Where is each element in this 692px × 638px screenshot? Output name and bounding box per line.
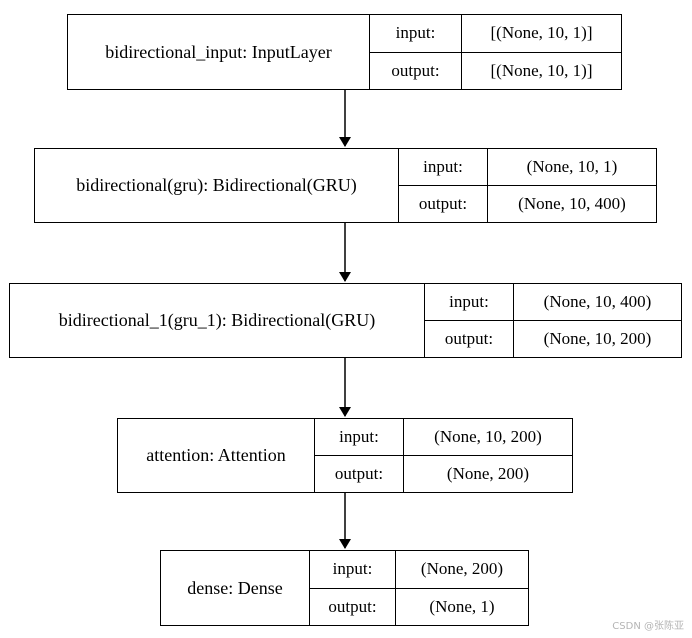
output-label: output: — [425, 321, 514, 357]
input-row: input: [(None, 10, 1)] — [370, 15, 621, 52]
output-shape: (None, 10, 200) — [543, 329, 652, 348]
layer-node-dense: dense: Dense input: (None, 200) output: … — [160, 550, 529, 626]
output-shape: (None, 10, 400) — [518, 194, 626, 213]
input-shape: (None, 200) — [420, 559, 504, 579]
output-row: output: (None, 10, 200) — [425, 320, 681, 357]
layer-node-attention: attention: Attention input: (None, 10, 2… — [117, 418, 573, 493]
input-row: input: (None, 200) — [310, 551, 528, 588]
input-label: input: — [310, 551, 396, 588]
output-shape: (None, 1) — [429, 596, 495, 616]
output-row: output: (None, 200) — [315, 455, 572, 492]
output-row: output: (None, 10, 400) — [399, 185, 656, 222]
output-row: output: [(None, 10, 1)] — [370, 51, 621, 89]
port-table: input: (None, 10, 400) output: (None, 10… — [425, 284, 681, 357]
layer-name: bidirectional(gru): Bidirectional(GRU) — [35, 149, 399, 222]
input-label: input: — [315, 419, 404, 455]
layer-node-input: bidirectional_input: InputLayer input: [… — [67, 14, 622, 90]
port-table: input: (None, 200) output: (None, 1) — [310, 551, 528, 625]
watermark: CSDN @张陈亚 — [612, 621, 684, 632]
output-label: output: — [399, 186, 488, 222]
input-shape: (None, 10, 200) — [434, 427, 542, 446]
input-label: input: — [399, 149, 488, 185]
input-shape: (None, 10, 1) — [526, 157, 618, 176]
input-row: input: (None, 10, 1) — [399, 149, 656, 185]
port-table: input: (None, 10, 1) output: (None, 10, … — [399, 149, 656, 222]
layer-name: bidirectional_1(gru_1): Bidirectional(GR… — [10, 284, 425, 357]
input-shape: (None, 10, 400) — [543, 292, 652, 311]
port-table: input: [(None, 10, 1)] output: [(None, 1… — [370, 15, 621, 89]
port-table: input: (None, 10, 200) output: (None, 20… — [315, 419, 572, 492]
input-shape: [(None, 10, 1)] — [490, 23, 593, 43]
layer-name: bidirectional_input: InputLayer — [68, 15, 370, 89]
input-label: input: — [370, 15, 462, 52]
output-label: output: — [310, 588, 396, 625]
output-shape: [(None, 10, 1)] — [490, 60, 593, 80]
layer-node-bidirectional: bidirectional(gru): Bidirectional(GRU) i… — [34, 148, 657, 223]
layer-node-bidirectional-1: bidirectional_1(gru_1): Bidirectional(GR… — [9, 283, 682, 358]
input-label: input: — [425, 284, 514, 320]
input-row: input: (None, 10, 200) — [315, 419, 572, 455]
output-shape: (None, 200) — [446, 464, 530, 483]
layer-name: dense: Dense — [161, 551, 310, 625]
layer-name: attention: Attention — [118, 419, 315, 492]
output-row: output: (None, 1) — [310, 587, 528, 625]
input-row: input: (None, 10, 400) — [425, 284, 681, 320]
output-label: output: — [315, 456, 404, 492]
output-label: output: — [370, 52, 462, 89]
